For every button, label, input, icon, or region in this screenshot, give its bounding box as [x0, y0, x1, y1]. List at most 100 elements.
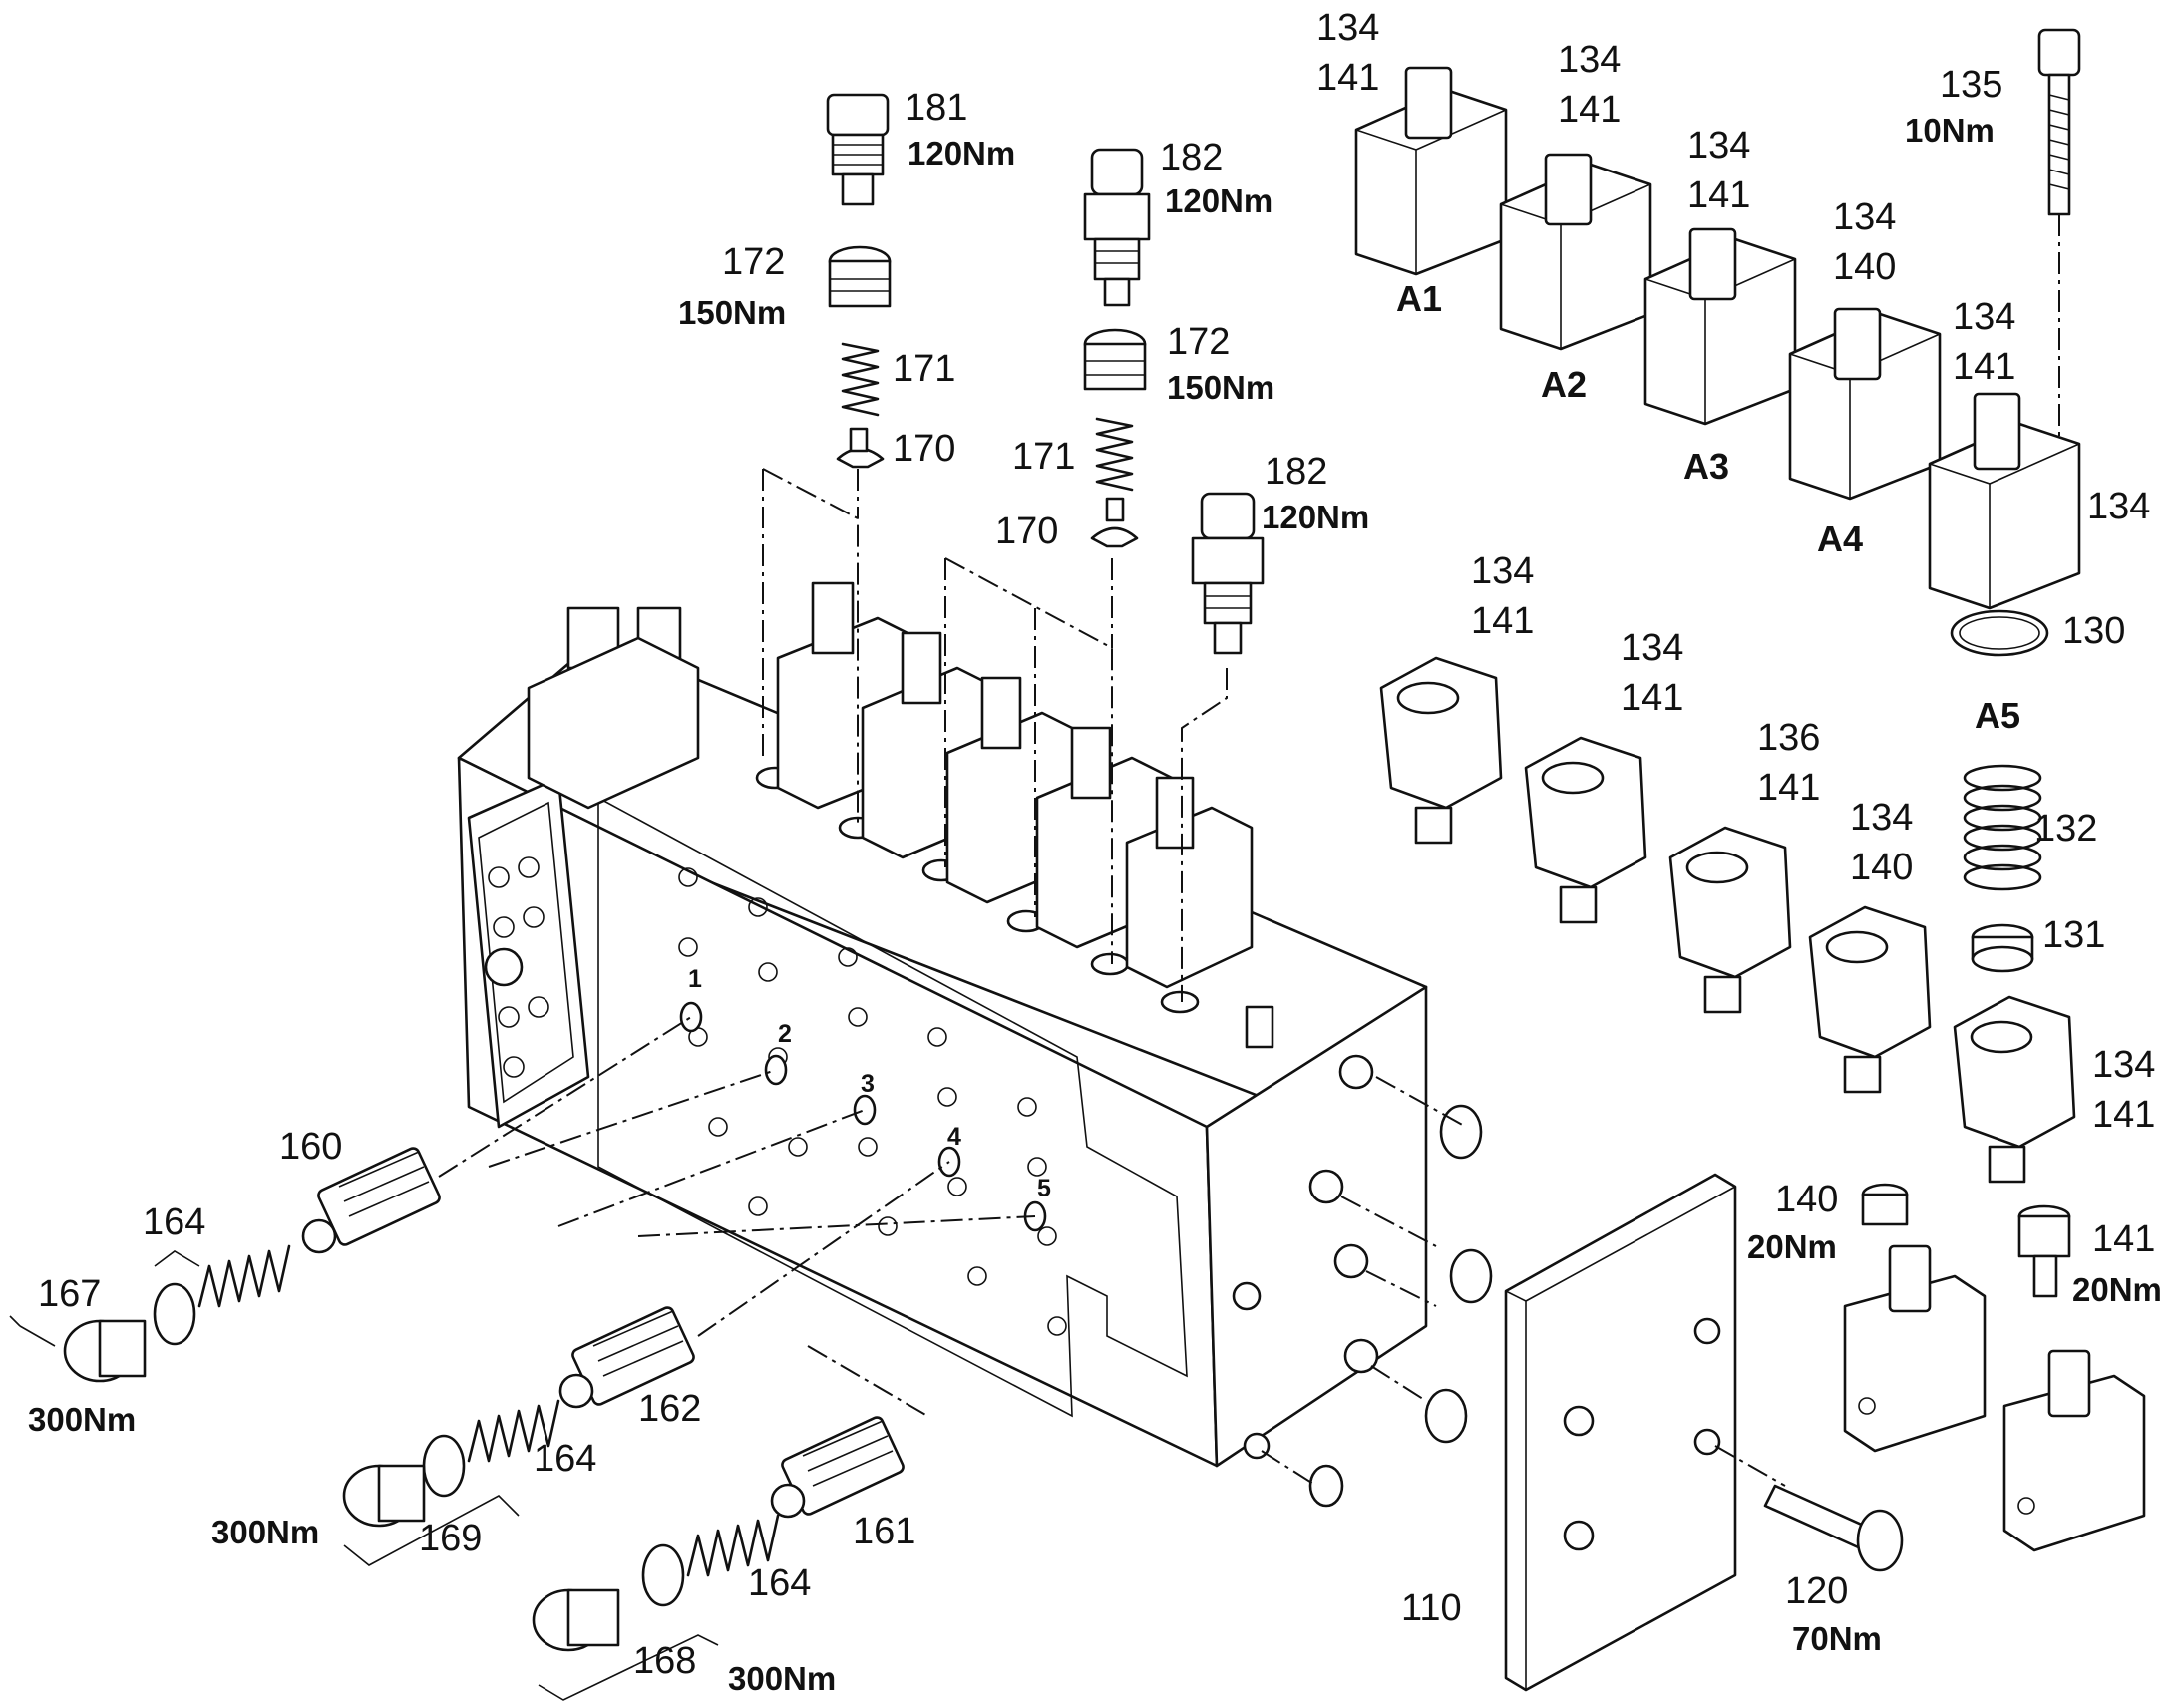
label-182-top: 182	[1160, 137, 1223, 178]
label-A5-l2: 141	[1953, 346, 2015, 388]
label-A5-l1: 134	[1953, 296, 2015, 338]
part-130-seal	[1950, 609, 2049, 657]
section-4: 4	[947, 1123, 961, 1151]
module-A3	[1643, 227, 1797, 426]
label-169: 169	[419, 1518, 482, 1559]
part-182-relief-valve-mid	[1191, 492, 1265, 655]
label-A4-l1: 134	[1833, 196, 1896, 238]
label-110: 110	[1401, 1587, 1462, 1629]
torque-182-top: 120Nm	[1165, 182, 1272, 219]
bracket-169	[343, 1495, 520, 1566]
o-ring-port-4	[1308, 1464, 1344, 1508]
module-A5	[1928, 392, 2081, 610]
label-bm1-l1: 134	[1471, 550, 1534, 592]
label-bm3-l2: 141	[1757, 767, 1820, 809]
label-167: 167	[38, 1273, 101, 1315]
label-170-left: 170	[893, 428, 955, 470]
spring-164-c	[686, 1514, 780, 1577]
label-170-right: 170	[995, 511, 1058, 552]
bracket-164	[154, 1250, 200, 1267]
label-A2-l2: 141	[1558, 89, 1621, 131]
bottom-module-2	[1524, 736, 1647, 924]
torque-172-right: 150Nm	[1167, 369, 1274, 406]
spool-161	[770, 1416, 905, 1519]
label-161: 161	[853, 1511, 915, 1552]
plug-168	[532, 1588, 620, 1652]
top-centerlines	[762, 468, 1228, 1002]
part-171-spring-right	[1095, 417, 1134, 492]
torque-120: 70Nm	[1792, 1620, 1882, 1657]
label-120: 120	[1785, 1570, 1848, 1612]
label-131: 131	[2042, 914, 2105, 956]
part-132-spring	[1963, 764, 2042, 891]
label-A3-l2: 141	[1687, 174, 1750, 216]
part-181-cartridge	[826, 93, 890, 206]
part-182-relief-valve-top	[1083, 148, 1151, 307]
part-172-plug-right	[1083, 328, 1147, 391]
o-ring-port-3	[1424, 1388, 1468, 1444]
spool-162	[558, 1306, 695, 1409]
label-168: 168	[633, 1640, 696, 1682]
o-ring-c	[641, 1543, 685, 1607]
small-valve-block-right	[2002, 1349, 2146, 1552]
torque-182-mid: 120Nm	[1262, 499, 1369, 535]
torque-141: 20Nm	[2072, 1271, 2162, 1308]
part-171-spring-left	[841, 342, 880, 417]
label-182-mid: 182	[1265, 451, 1327, 493]
label-164-b: 164	[534, 1438, 596, 1480]
torque-168: 300Nm	[728, 1660, 836, 1697]
label-A5: A5	[1975, 695, 2020, 736]
section-5: 5	[1037, 1175, 1051, 1202]
part-172-plug-left	[828, 245, 892, 308]
bottom-module-5	[1953, 995, 2076, 1184]
bracket-168	[538, 1634, 719, 1701]
o-ring-port-2	[1449, 1248, 1493, 1304]
block-mounted-modules	[776, 581, 1254, 989]
torque-135: 10Nm	[1905, 112, 1995, 149]
label-bm4-l2: 140	[1850, 847, 1913, 888]
o-ring-a	[153, 1282, 196, 1346]
label-bm2-l2: 141	[1621, 677, 1683, 719]
label-bm5-l2: 141	[2092, 1094, 2155, 1136]
block-upper-left-valves	[527, 606, 700, 810]
label-160: 160	[279, 1126, 342, 1168]
label-171-right: 171	[1012, 436, 1075, 478]
label-172-right: 172	[1167, 321, 1230, 363]
o-ring-b	[422, 1434, 466, 1498]
torque-181: 120Nm	[908, 135, 1015, 171]
label-bm3-l1: 136	[1757, 717, 1820, 759]
part-170-poppet-left	[836, 427, 885, 469]
bottom-module-4	[1808, 905, 1932, 1094]
label-164-a: 164	[143, 1201, 205, 1243]
plug-167	[63, 1319, 147, 1383]
label-bm1-l2: 141	[1471, 600, 1534, 642]
bottom-module-1	[1379, 656, 1503, 845]
plug-169	[342, 1464, 426, 1528]
label-A3: A3	[1683, 446, 1729, 487]
label-A1-l2: 141	[1316, 57, 1379, 99]
label-bm4-l1: 134	[1850, 797, 1913, 839]
label-130: 130	[2062, 610, 2125, 652]
spool-centerlines	[438, 1016, 1467, 1487]
spring-164-a	[197, 1244, 291, 1308]
label-172-left: 172	[722, 241, 785, 283]
part-141-plug	[2017, 1204, 2071, 1298]
part-131-seat	[1971, 923, 2034, 973]
label-141: 141	[2092, 1218, 2155, 1260]
torque-172-left: 150Nm	[678, 294, 786, 331]
module-A1	[1354, 66, 1508, 276]
spool-160	[301, 1147, 441, 1254]
part-170-poppet-right	[1090, 497, 1139, 548]
label-bm5-l1: 134	[2092, 1044, 2155, 1086]
label-A1-l1: 134	[1316, 7, 1379, 49]
main-valve-block	[457, 636, 1428, 1468]
label-A2-l1: 134	[1558, 39, 1621, 81]
part-110-plate	[1504, 1173, 1737, 1692]
label-A2: A2	[1541, 364, 1587, 405]
label-A1: A1	[1396, 278, 1442, 319]
spring-164-b	[467, 1399, 560, 1463]
label-bm2-l1: 134	[1621, 627, 1683, 669]
label-A4: A4	[1817, 518, 1863, 559]
section-1: 1	[688, 965, 702, 993]
